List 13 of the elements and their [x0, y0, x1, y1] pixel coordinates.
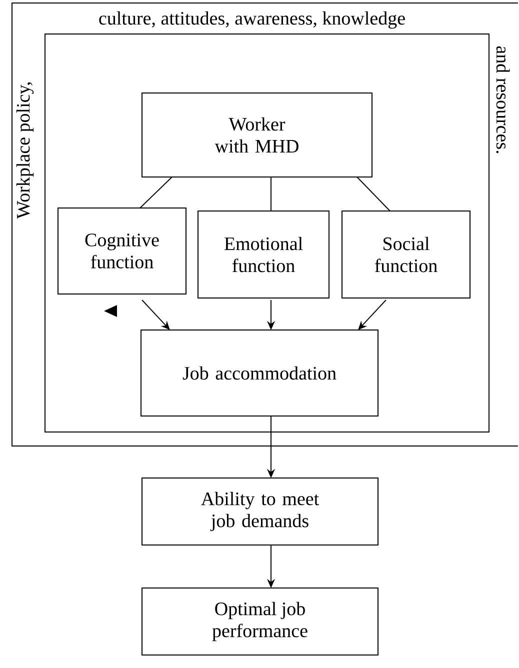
- arrow: [142, 300, 170, 330]
- process-box: Cognitive function: [58, 208, 186, 294]
- arrow: [358, 300, 386, 330]
- process-box: Emotional function: [198, 210, 330, 298]
- connector-line: [356, 176, 390, 212]
- connector-line: [270, 176, 272, 212]
- inner-box: [44, 34, 490, 432]
- process-box: Social function: [342, 210, 470, 298]
- process-box: Ability to meet job demands: [142, 478, 378, 546]
- process-box: Worker with MHD: [142, 92, 372, 178]
- process-box: Job accommodation: [140, 330, 378, 416]
- process-box: Optimal job performance: [142, 588, 378, 656]
- connector-line: [140, 176, 172, 208]
